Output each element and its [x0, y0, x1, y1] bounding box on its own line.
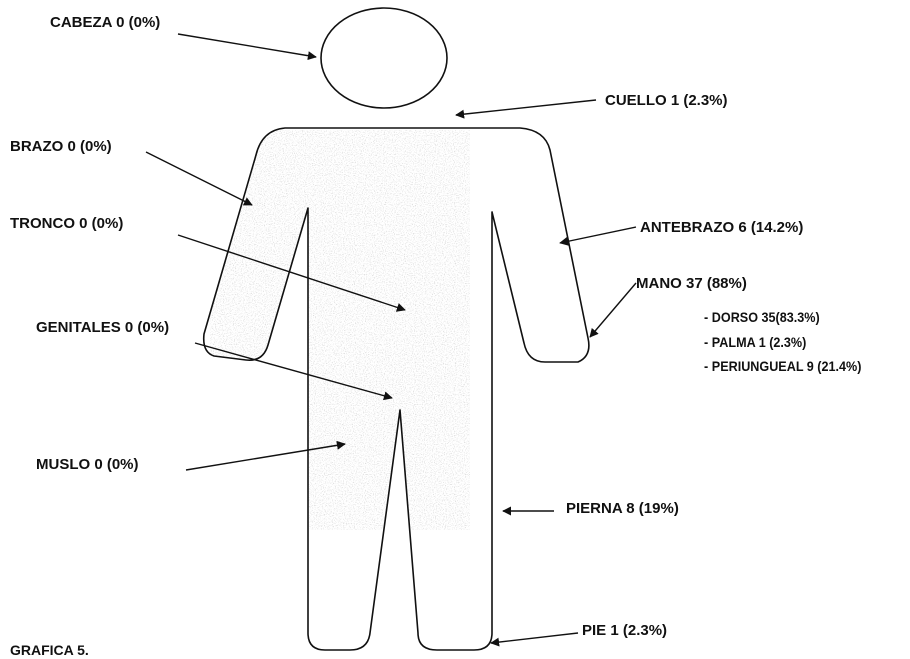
label-mano: MANO 37 (88%)	[636, 275, 747, 293]
head-shape	[321, 8, 447, 108]
mano-detail-palma: -PALMA 1 (2.3%)	[704, 333, 806, 351]
label-brazo: BRAZO 0 (0%)	[10, 138, 112, 156]
mano-detail-dorso: -DORSO 35(83.3%)	[704, 308, 820, 326]
label-antebrazo: ANTEBRAZO 6 (14.2%)	[640, 219, 803, 237]
label-tronco: TRONCO 0 (0%)	[10, 215, 123, 233]
arrow-mano	[590, 283, 636, 337]
label-cabeza: CABEZA 0 (0%)	[50, 14, 160, 32]
label-cuello: CUELLO 1 (2.3%)	[605, 92, 728, 110]
mano-detail-periungueal: -PERIUNGUEAL 9 (21.4%)	[704, 357, 861, 375]
label-muslo: MUSLO 0 (0%)	[36, 456, 139, 474]
body-stipple	[210, 130, 470, 530]
figure-caption: GRAFICA 5.	[10, 641, 89, 659]
label-pie: PIE 1 (2.3%)	[582, 622, 667, 640]
label-genitales: GENITALES 0 (0%)	[36, 319, 169, 337]
label-pierna: PIERNA 8 (19%)	[566, 500, 679, 518]
arrow-cuello	[456, 100, 596, 115]
arrow-brazo	[146, 152, 252, 205]
arrow-pie	[491, 633, 578, 643]
arrow-antebrazo	[560, 227, 636, 243]
arrow-cabeza	[178, 34, 316, 57]
